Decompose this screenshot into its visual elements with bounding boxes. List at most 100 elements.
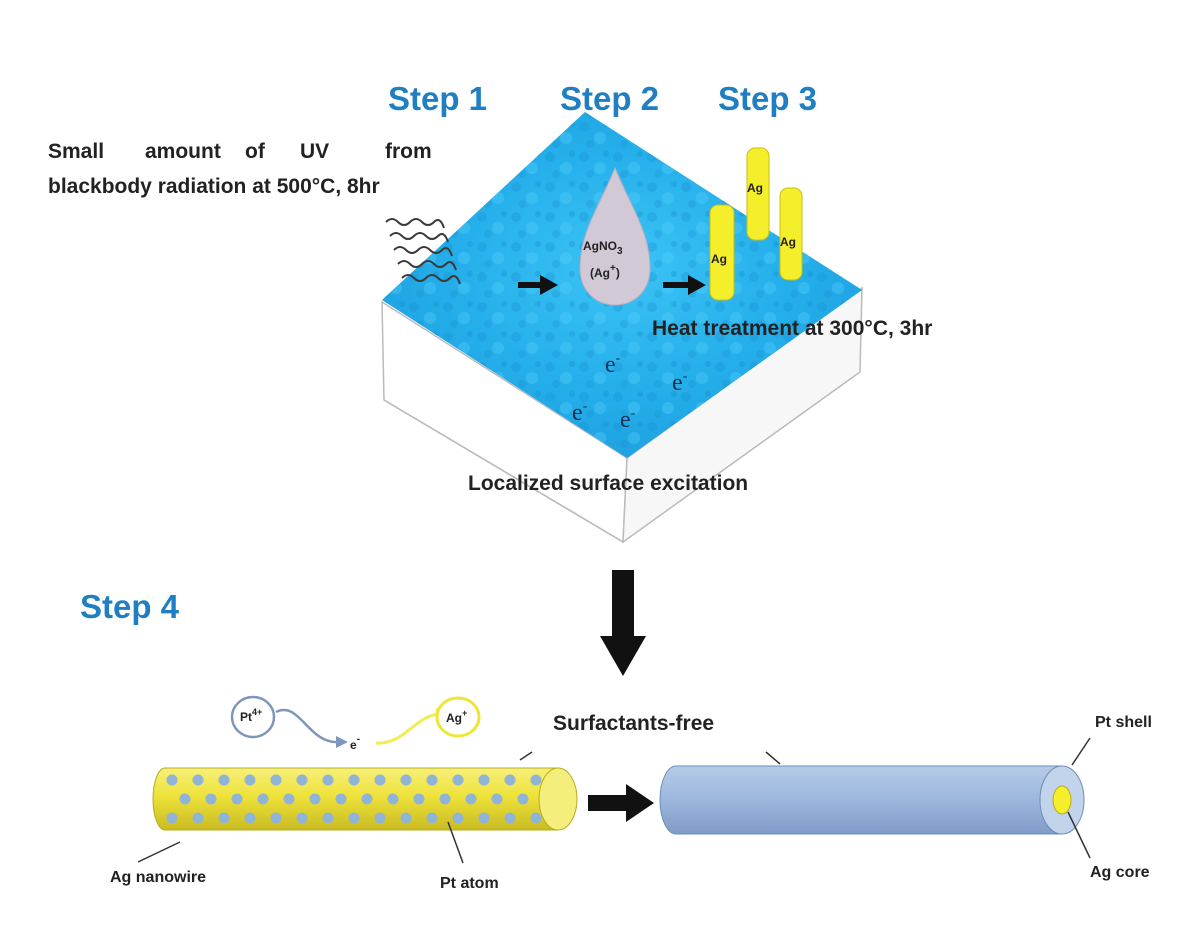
droplet-line1: AgNO3 [583, 239, 623, 257]
uv-word-1: Small [48, 140, 104, 163]
pt-ion-arrowhead [336, 736, 348, 748]
pt-atom-dot [361, 793, 373, 805]
ag-nanowire-pointer [137, 841, 181, 863]
nanowire-pointer [519, 751, 533, 761]
uv-wave-icon [385, 218, 461, 285]
pt-atom-dot [218, 774, 230, 786]
pt-ion: Pt4+ [230, 695, 276, 739]
core-shell-nanowire [659, 765, 1085, 835]
electron-label: e- [620, 406, 636, 433]
pt-atom-dot [426, 774, 438, 786]
pt-atom-dot [283, 793, 295, 805]
uv-word-2: amount [145, 140, 221, 163]
pt-atom-dot [205, 793, 217, 805]
heat-treatment-label: Heat treatment at 300°C, 3hr [652, 317, 932, 340]
pt-shell-label: Pt shell [1095, 714, 1152, 731]
ag-core-pointer [1067, 811, 1091, 859]
pt-atom-dot [244, 812, 256, 824]
ag-rod-label: Ag [780, 235, 796, 249]
pt-atom-dot [491, 793, 503, 805]
pt-atom-dot [231, 793, 243, 805]
pt-atom-dot [309, 793, 321, 805]
ag-core-label: Ag core [1090, 864, 1150, 881]
pt-atom-dot [322, 774, 334, 786]
uv-word-3: of [245, 140, 266, 163]
pt-atom-dot [166, 774, 178, 786]
agno3-droplet: AgNO3 (Ag+) [579, 166, 651, 306]
right-arrow-icon [588, 784, 654, 822]
electron-label: e- [605, 351, 621, 378]
pt-atom-dot [478, 774, 490, 786]
pt-atom-dot [452, 812, 464, 824]
down-arrow-icon [600, 570, 646, 676]
step1-label: Step 1 [388, 80, 487, 117]
pt-atom-dot [426, 812, 438, 824]
pt-atom-dot [374, 812, 386, 824]
pt-atom-dot [387, 793, 399, 805]
pt-atom-dot [270, 812, 282, 824]
bottom-electron-label: e- [350, 734, 360, 752]
ag-rod-label: Ag [711, 252, 727, 266]
step2-label: Step 2 [560, 80, 659, 117]
pt-atom-dot [348, 812, 360, 824]
uv-line-2: blackbody radiation at 500°C, 8hr [48, 175, 380, 198]
pt-ion-arrow [275, 708, 341, 744]
pt-atom-pointer [447, 821, 464, 864]
surfactants-pointer [765, 751, 781, 765]
pt-atom-dot [478, 812, 490, 824]
pt-atom-dot [166, 812, 178, 824]
pt-atom-dot [517, 793, 529, 805]
pt-atom-dot [504, 812, 516, 824]
uv-caption: Small amount of UV from blackbody radiat… [48, 140, 432, 198]
pt-atom-dot [465, 793, 477, 805]
uv-word-4: UV [300, 140, 329, 163]
pt-atom-dots [166, 774, 542, 824]
surfactants-free-label: Surfactants-free [553, 712, 714, 735]
pt-ion-label: Pt4+ [240, 707, 262, 724]
ag-rod: Ag [746, 147, 770, 241]
pt-atom-dot [192, 774, 204, 786]
pt-atom-dot [244, 774, 256, 786]
droplet-line2: (Ag+) [590, 263, 620, 280]
uv-word-5: from [385, 140, 432, 163]
surface-excitation-label: Localized surface excitation [468, 472, 748, 495]
pt-atom-dot [400, 774, 412, 786]
step3-label: Step 3 [718, 80, 817, 117]
pt-atom-dot [335, 793, 347, 805]
step4-label: Step 4 [80, 588, 180, 625]
pt-atom-label: Pt atom [440, 875, 499, 892]
step-arrow-icon [518, 275, 558, 295]
ag-rod: Ag [779, 187, 803, 281]
pt-atom-dot [530, 812, 542, 824]
electron-label: e- [572, 399, 588, 426]
step-arrow-icon [663, 275, 706, 295]
electron-label: e- [672, 369, 688, 396]
pt-atom-dot [192, 812, 204, 824]
ag-core-circle [1052, 785, 1072, 815]
pt-shell-pointer [1071, 737, 1091, 766]
ag-ion-label: Ag+ [446, 708, 467, 725]
pt-atom-dot [296, 812, 308, 824]
pt-atom-dot [504, 774, 516, 786]
pt-atom-dot [530, 774, 542, 786]
pt-atom-dot [322, 812, 334, 824]
pt-atom-dot [296, 774, 308, 786]
pt-atom-dot [400, 812, 412, 824]
ag-ion: Ag+ [435, 696, 481, 738]
ag-rod: Ag [709, 204, 735, 301]
pt-atom-dot [218, 812, 230, 824]
ag-ion-arrow [375, 712, 441, 745]
surface-electrons: e- e- e- e- [572, 351, 688, 433]
pt-atom-dot [374, 774, 386, 786]
pt-atom-dot [439, 793, 451, 805]
ag-rod-label: Ag [747, 181, 763, 195]
ag-nanowire-label: Ag nanowire [110, 869, 206, 886]
pt-atom-dot [179, 793, 191, 805]
pt-atom-dot [270, 774, 282, 786]
substrate-block [381, 286, 863, 544]
pt-atom-dot [257, 793, 269, 805]
pt-atom-dot [413, 793, 425, 805]
ag-nanowire [152, 767, 578, 831]
pt-atom-dot [348, 774, 360, 786]
